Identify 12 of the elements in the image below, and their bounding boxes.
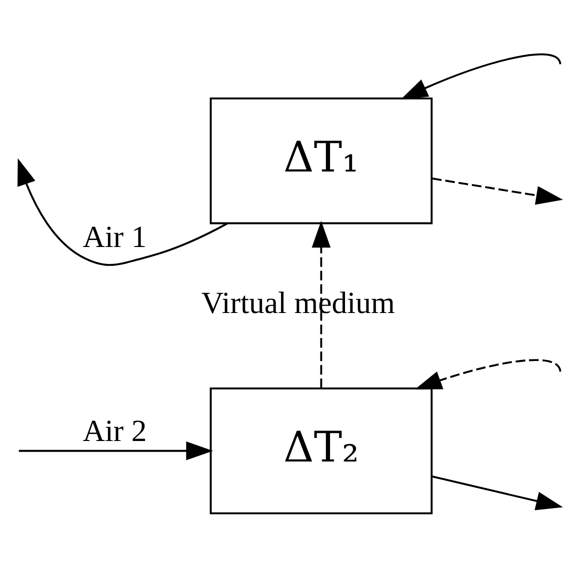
arrow [432,178,564,205]
node-box: ΔT₁ [210,97,433,224]
arrow [400,53,562,100]
arrow [18,441,214,460]
arrow [18,158,228,266]
edge-label: Air 2 [82,414,147,448]
edge-label: Virtual medium [201,286,395,320]
edge-label: Air 1 [82,220,147,254]
arrow [312,220,331,388]
node-box: ΔT₂ [210,388,433,514]
arrow [432,476,563,510]
arrow [414,359,562,390]
